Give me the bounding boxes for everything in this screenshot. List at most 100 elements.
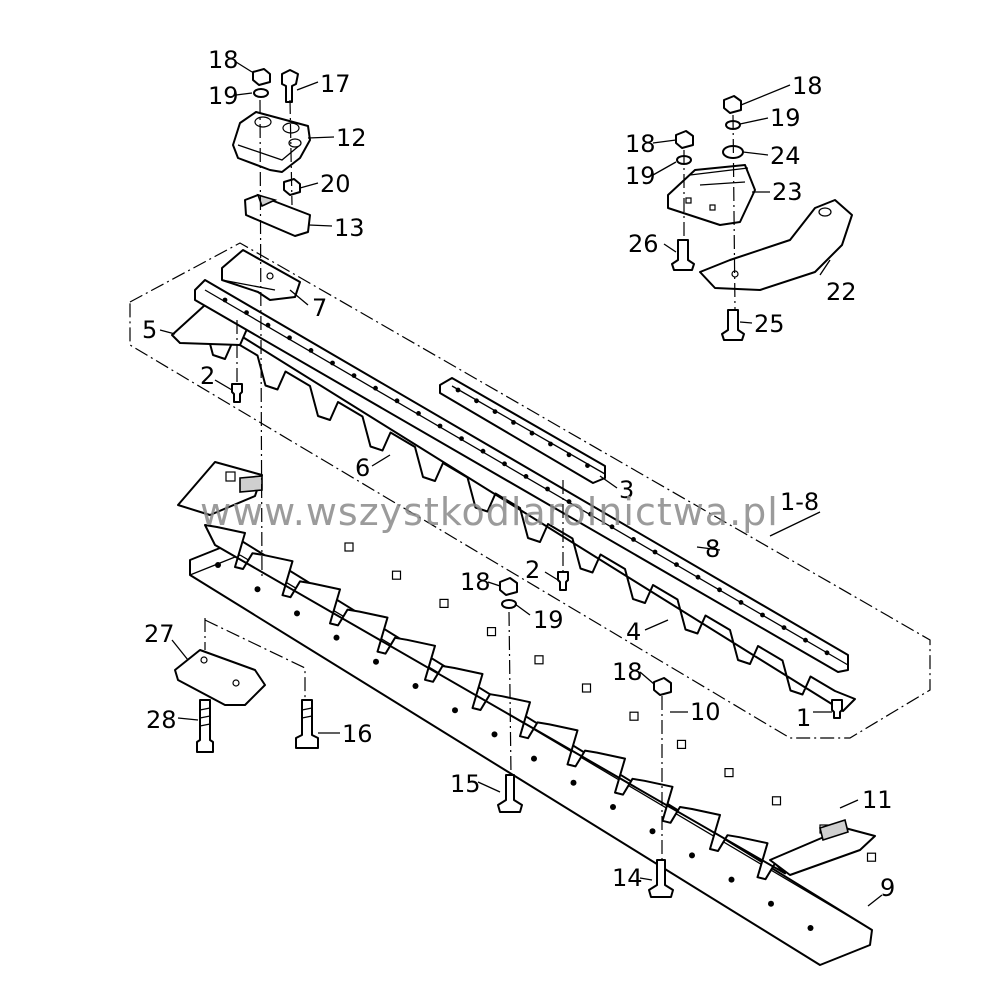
callout-2: 2 bbox=[200, 362, 215, 390]
callout-1: 1 bbox=[796, 704, 811, 732]
part-25-bolt bbox=[721, 309, 745, 341]
callout-16: 16 bbox=[342, 720, 373, 748]
axis-bolt-17 bbox=[289, 99, 293, 206]
rivet-square bbox=[391, 570, 402, 580]
left-knife-section bbox=[177, 461, 263, 516]
callout-15: 15 bbox=[450, 770, 481, 798]
callout-19r1: 19 bbox=[770, 104, 801, 132]
part-18-nut-top bbox=[252, 68, 271, 86]
part-18-nut-r2 bbox=[675, 130, 694, 149]
back-hole bbox=[244, 310, 249, 315]
callout-18r1: 18 bbox=[792, 72, 823, 100]
part-15-bolt bbox=[497, 774, 523, 813]
part-11-end-section bbox=[769, 818, 876, 876]
callout-14: 14 bbox=[612, 864, 643, 892]
callout-27: 27 bbox=[144, 620, 175, 648]
back-hole bbox=[265, 322, 271, 328]
callout-11: 11 bbox=[862, 786, 893, 814]
rivet-square bbox=[676, 739, 687, 750]
back-hole bbox=[781, 625, 787, 630]
back-hole bbox=[502, 461, 507, 467]
part-26-bolt bbox=[671, 239, 695, 271]
back-hole bbox=[566, 499, 572, 504]
strip-hole bbox=[548, 441, 553, 447]
bar-hole bbox=[728, 876, 735, 883]
callout-3: 3 bbox=[619, 476, 634, 504]
strip-hole bbox=[529, 430, 535, 436]
watermark-text: www.wszystkodlarolnictwa.pl bbox=[200, 490, 779, 534]
rivet-square bbox=[866, 852, 877, 862]
rivet-square bbox=[581, 683, 592, 693]
part-14-bolt bbox=[648, 859, 674, 898]
rivet-square bbox=[344, 542, 354, 552]
part-3-reinforcing-strip bbox=[439, 377, 606, 484]
rivet-square bbox=[629, 711, 639, 721]
part-16-carriage-bolt bbox=[295, 699, 319, 749]
strip-hole bbox=[585, 463, 590, 468]
bar-hole bbox=[570, 779, 577, 786]
rivet-square bbox=[439, 598, 449, 609]
part-20-nut bbox=[283, 178, 301, 196]
back-hole bbox=[545, 486, 550, 492]
back-hole bbox=[631, 537, 636, 542]
axis-bracket bbox=[732, 114, 736, 311]
part-2-bolt-center bbox=[557, 571, 569, 591]
back-hole bbox=[609, 524, 615, 530]
back-hole bbox=[760, 612, 765, 618]
callout-18r2: 18 bbox=[625, 130, 656, 158]
back-hole bbox=[308, 348, 314, 353]
part-4-knife-sections bbox=[204, 324, 856, 712]
back-hole bbox=[222, 297, 228, 303]
part-8-knife-back bbox=[194, 279, 849, 673]
back-hole bbox=[824, 650, 830, 656]
part-22-guard-bracket bbox=[699, 199, 853, 291]
back-hole bbox=[652, 549, 658, 555]
bar-hole bbox=[333, 634, 340, 641]
part-19-washer-top bbox=[253, 88, 269, 98]
callout-28: 28 bbox=[146, 706, 177, 734]
part-9-cutter-bar bbox=[189, 539, 873, 966]
part-27-pad bbox=[174, 649, 266, 706]
part-17-bolt bbox=[281, 69, 299, 103]
part-18-nut-r1 bbox=[723, 95, 742, 114]
back-hole bbox=[717, 587, 722, 593]
callout-8: 8 bbox=[705, 535, 720, 563]
bar-hole bbox=[689, 852, 695, 859]
callout-19: 19 bbox=[208, 82, 239, 110]
back-hole bbox=[330, 360, 335, 366]
axis-center bbox=[508, 611, 512, 776]
bar-hole bbox=[215, 562, 221, 568]
part-2-bolt-left bbox=[231, 383, 243, 403]
back-hole bbox=[373, 385, 378, 391]
callout-22: 22 bbox=[826, 278, 857, 306]
callout-18: 18 bbox=[208, 46, 239, 74]
rivet-square bbox=[534, 655, 544, 665]
back-hole bbox=[695, 574, 701, 580]
callout-labels: 18 19 17 12 20 13 7 5 2 6 3 1-8 8 2 4 1 … bbox=[142, 46, 895, 902]
bar-hole bbox=[412, 683, 419, 689]
axis-knife-head bbox=[259, 99, 263, 581]
back-hole bbox=[287, 335, 292, 341]
part-1-bolt bbox=[831, 699, 843, 719]
callout-17: 17 bbox=[320, 70, 351, 98]
bar-hole bbox=[254, 586, 261, 593]
callout-6: 6 bbox=[355, 454, 370, 482]
back-hole bbox=[674, 562, 679, 567]
callout-7: 7 bbox=[312, 294, 327, 322]
strip-hole bbox=[511, 420, 516, 425]
axis-pad bbox=[204, 618, 306, 700]
callout-20: 20 bbox=[320, 170, 351, 198]
callout-12: 12 bbox=[336, 124, 367, 152]
callout-10: 10 bbox=[690, 698, 721, 726]
part-28-bolt bbox=[196, 699, 214, 753]
back-hole bbox=[394, 398, 400, 404]
back-hole bbox=[738, 600, 744, 605]
bar-hole bbox=[768, 900, 774, 907]
back-hole bbox=[416, 411, 421, 416]
callout-1-8: 1-8 bbox=[780, 488, 819, 516]
callout-18c: 18 bbox=[612, 658, 643, 686]
back-hole bbox=[588, 511, 593, 517]
strip-hole bbox=[474, 398, 479, 404]
upper-knife-teeth bbox=[204, 324, 856, 712]
